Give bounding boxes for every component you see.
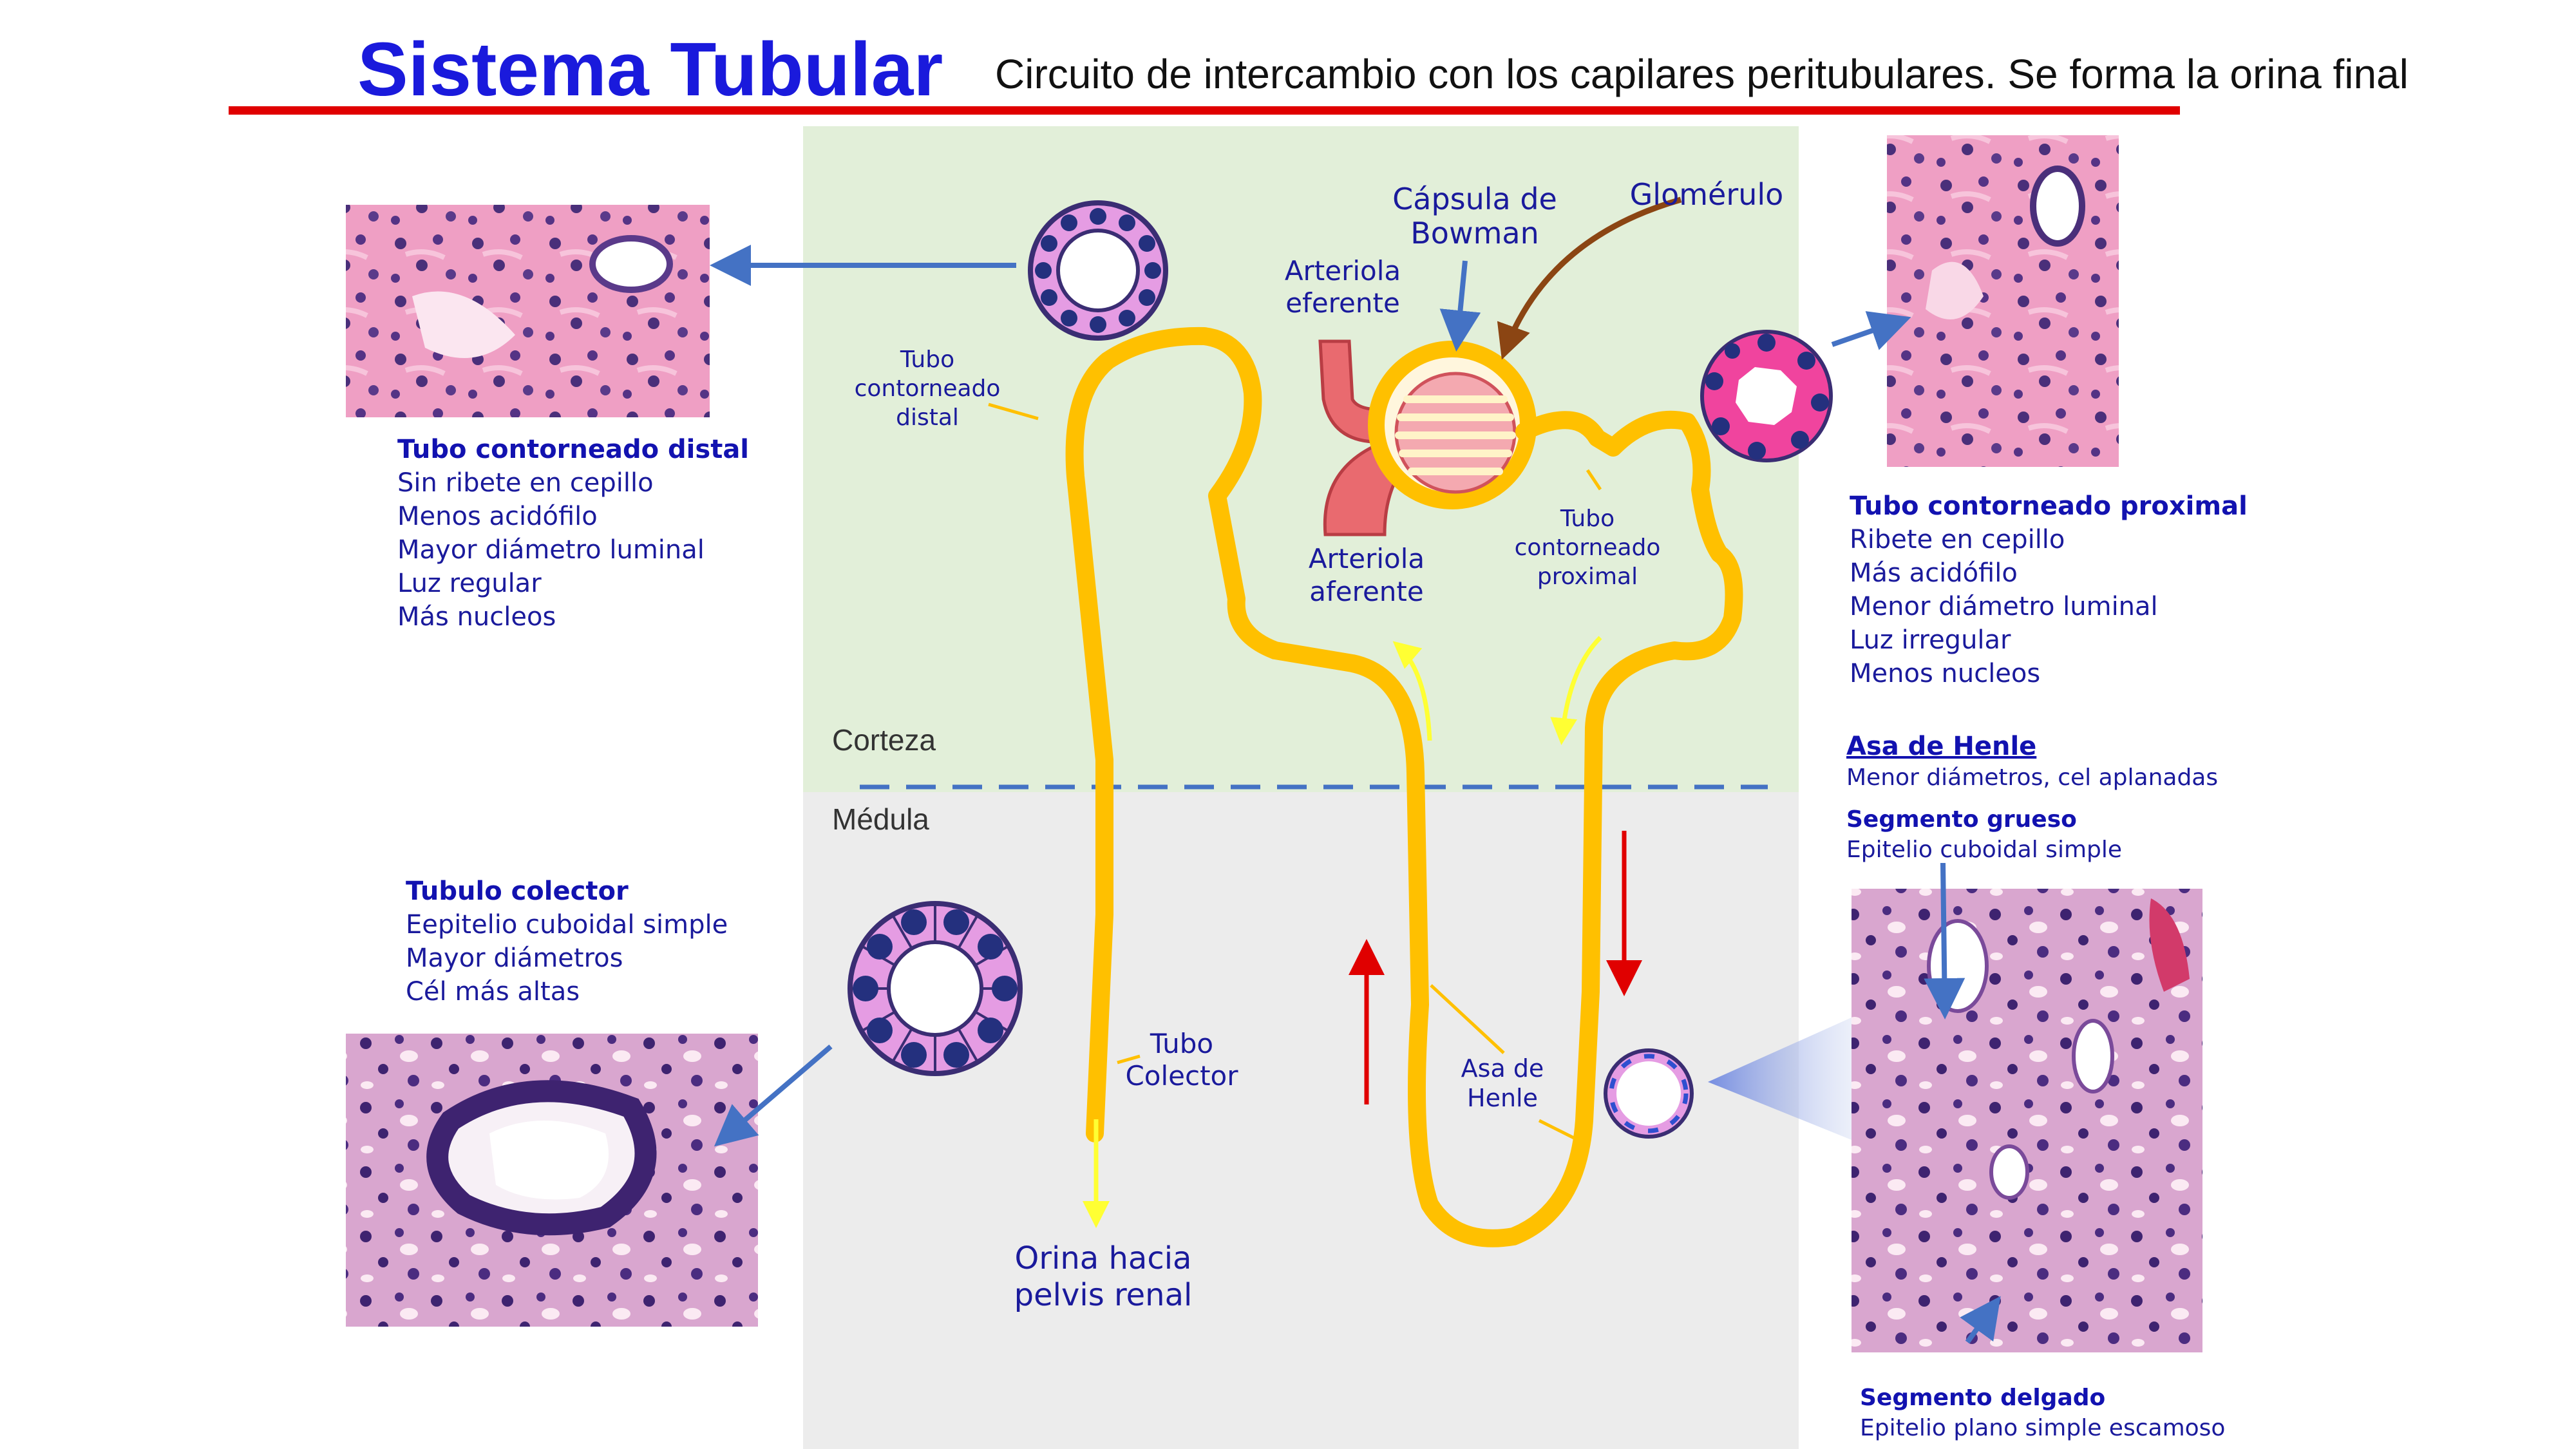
panel-proximal-line: Menor diámetro luminal xyxy=(1850,592,2158,621)
page-subtitle: Circuito de intercambio con los capilare… xyxy=(995,51,2409,97)
label-distal-1: Tubo xyxy=(900,346,954,373)
cortex-zone xyxy=(803,126,1799,792)
label-henle-1: Asa de xyxy=(1461,1054,1544,1083)
panel-distal-line: Luz regular xyxy=(397,569,542,598)
label-aferente-2: aferente xyxy=(1309,576,1423,607)
panel-proximal-line: Luz irregular xyxy=(1850,625,2011,655)
leader-distal xyxy=(988,402,1039,421)
flow-arrow-ascending xyxy=(1392,641,1432,741)
panel-colector: Tubulo colector Eepitelio cuboidal simpl… xyxy=(406,875,728,1009)
bowman-capsule xyxy=(1368,341,1537,509)
cross-section-distal xyxy=(1028,200,1168,341)
cross-section-proximal xyxy=(1700,330,1833,462)
page-title: Sistema Tubular xyxy=(357,27,943,112)
panel-proximal: Tubo contorneado proximal Ribete en cepi… xyxy=(1850,489,2248,690)
leader-colector xyxy=(1117,1054,1141,1065)
label-distal-3: distal xyxy=(896,404,959,431)
arrow-capsula xyxy=(1439,260,1481,352)
panel-distal-line: Sin ribete en cepillo xyxy=(397,468,654,498)
panel-henle-delgado-title: Segmento delgado xyxy=(1860,1385,2106,1411)
cross-section-henle xyxy=(1604,1048,1694,1139)
label-colector-1: Tubo xyxy=(1150,1028,1213,1059)
label-eferente-2: eferente xyxy=(1285,287,1400,319)
nephron-tubule xyxy=(1065,327,1743,1247)
panel-henle-grueso-title: Segmento grueso xyxy=(1846,806,2077,833)
cross-section-colector xyxy=(848,901,1023,1076)
arrow-segmento-delgado xyxy=(1960,1296,2001,1344)
histology-proximal xyxy=(1887,135,2119,467)
histology-distal xyxy=(346,205,710,417)
glomerulo-arrow xyxy=(1497,196,1682,360)
arrow-colector xyxy=(714,1044,833,1147)
panel-proximal-line: Más acidófilo xyxy=(1850,558,2018,588)
arrow-segmento-grueso xyxy=(1924,862,1965,1019)
panel-henle-subtitle: Menor diámetros, cel aplanadas xyxy=(1846,764,2219,791)
label-orina-1: Orina hacia xyxy=(1015,1240,1192,1276)
label-proximal-3: proximal xyxy=(1537,564,1638,590)
panel-proximal-line: Ribete en cepillo xyxy=(1850,525,2065,554)
label-capsula-2: Bowman xyxy=(1410,216,1539,251)
panel-colector-title: Tubulo colector xyxy=(406,876,629,906)
label-corteza: Corteza xyxy=(832,723,936,757)
panel-henle: Asa de Henle Menor diámetros, cel aplana… xyxy=(1846,730,2218,865)
panel-distal-line: Mayor diámetro luminal xyxy=(397,535,705,565)
label-glomerulo: Glomérulo xyxy=(1630,177,1784,212)
label-aferente-1: Arteriola xyxy=(1309,543,1425,574)
panel-henle-grueso-text: Epitelio cuboidal simple xyxy=(1846,836,2123,863)
arrow-proximal xyxy=(1831,311,1911,350)
histology-henle xyxy=(1852,889,2202,1352)
leader-henle-2 xyxy=(1538,1119,1579,1142)
label-proximal-2: contorneado xyxy=(1515,535,1661,561)
label-capsula-1: Cápsula de xyxy=(1392,182,1557,216)
panel-proximal-title: Tubo contorneado proximal xyxy=(1850,491,2248,521)
histology-colector xyxy=(346,1034,758,1327)
panel-distal-line: Menos acidófilo xyxy=(397,502,598,531)
leader-proximal xyxy=(1586,469,1602,491)
panel-henle-delgado: Segmento delgado Epitelio plano simple e… xyxy=(1860,1383,2225,1444)
panel-proximal-line: Menos nucleos xyxy=(1850,659,2041,688)
panel-distal-line: Más nucleos xyxy=(397,602,556,632)
label-colector-2: Colector xyxy=(1125,1060,1238,1092)
label-distal-2: contorneado xyxy=(855,375,1001,402)
label-medula: Médula xyxy=(832,802,929,836)
panel-colector-line: Cél más altas xyxy=(406,977,580,1007)
panel-distal: Tubo contorneado distal Sin ribete en ce… xyxy=(397,433,749,634)
panel-distal-title: Tubo contorneado distal xyxy=(397,435,750,464)
label-eferente-1: Arteriola xyxy=(1285,255,1401,287)
title-underline xyxy=(229,106,2180,115)
panel-henle-title: Asa de Henle xyxy=(1846,732,2037,761)
label-henle-2: Henle xyxy=(1467,1084,1538,1112)
magnification-cone xyxy=(1708,1018,1852,1140)
panel-colector-line: Eepitelio cuboidal simple xyxy=(406,910,728,940)
panel-colector-line: Mayor diámetros xyxy=(406,943,623,973)
panel-henle-delgado-text: Epitelio plano simple escamoso xyxy=(1860,1414,2226,1441)
leader-henle xyxy=(1430,984,1505,1054)
label-orina-2: pelvis renal xyxy=(1014,1277,1193,1313)
flow-arrow-descending xyxy=(1550,636,1602,745)
label-proximal-1: Tubo xyxy=(1560,506,1615,532)
